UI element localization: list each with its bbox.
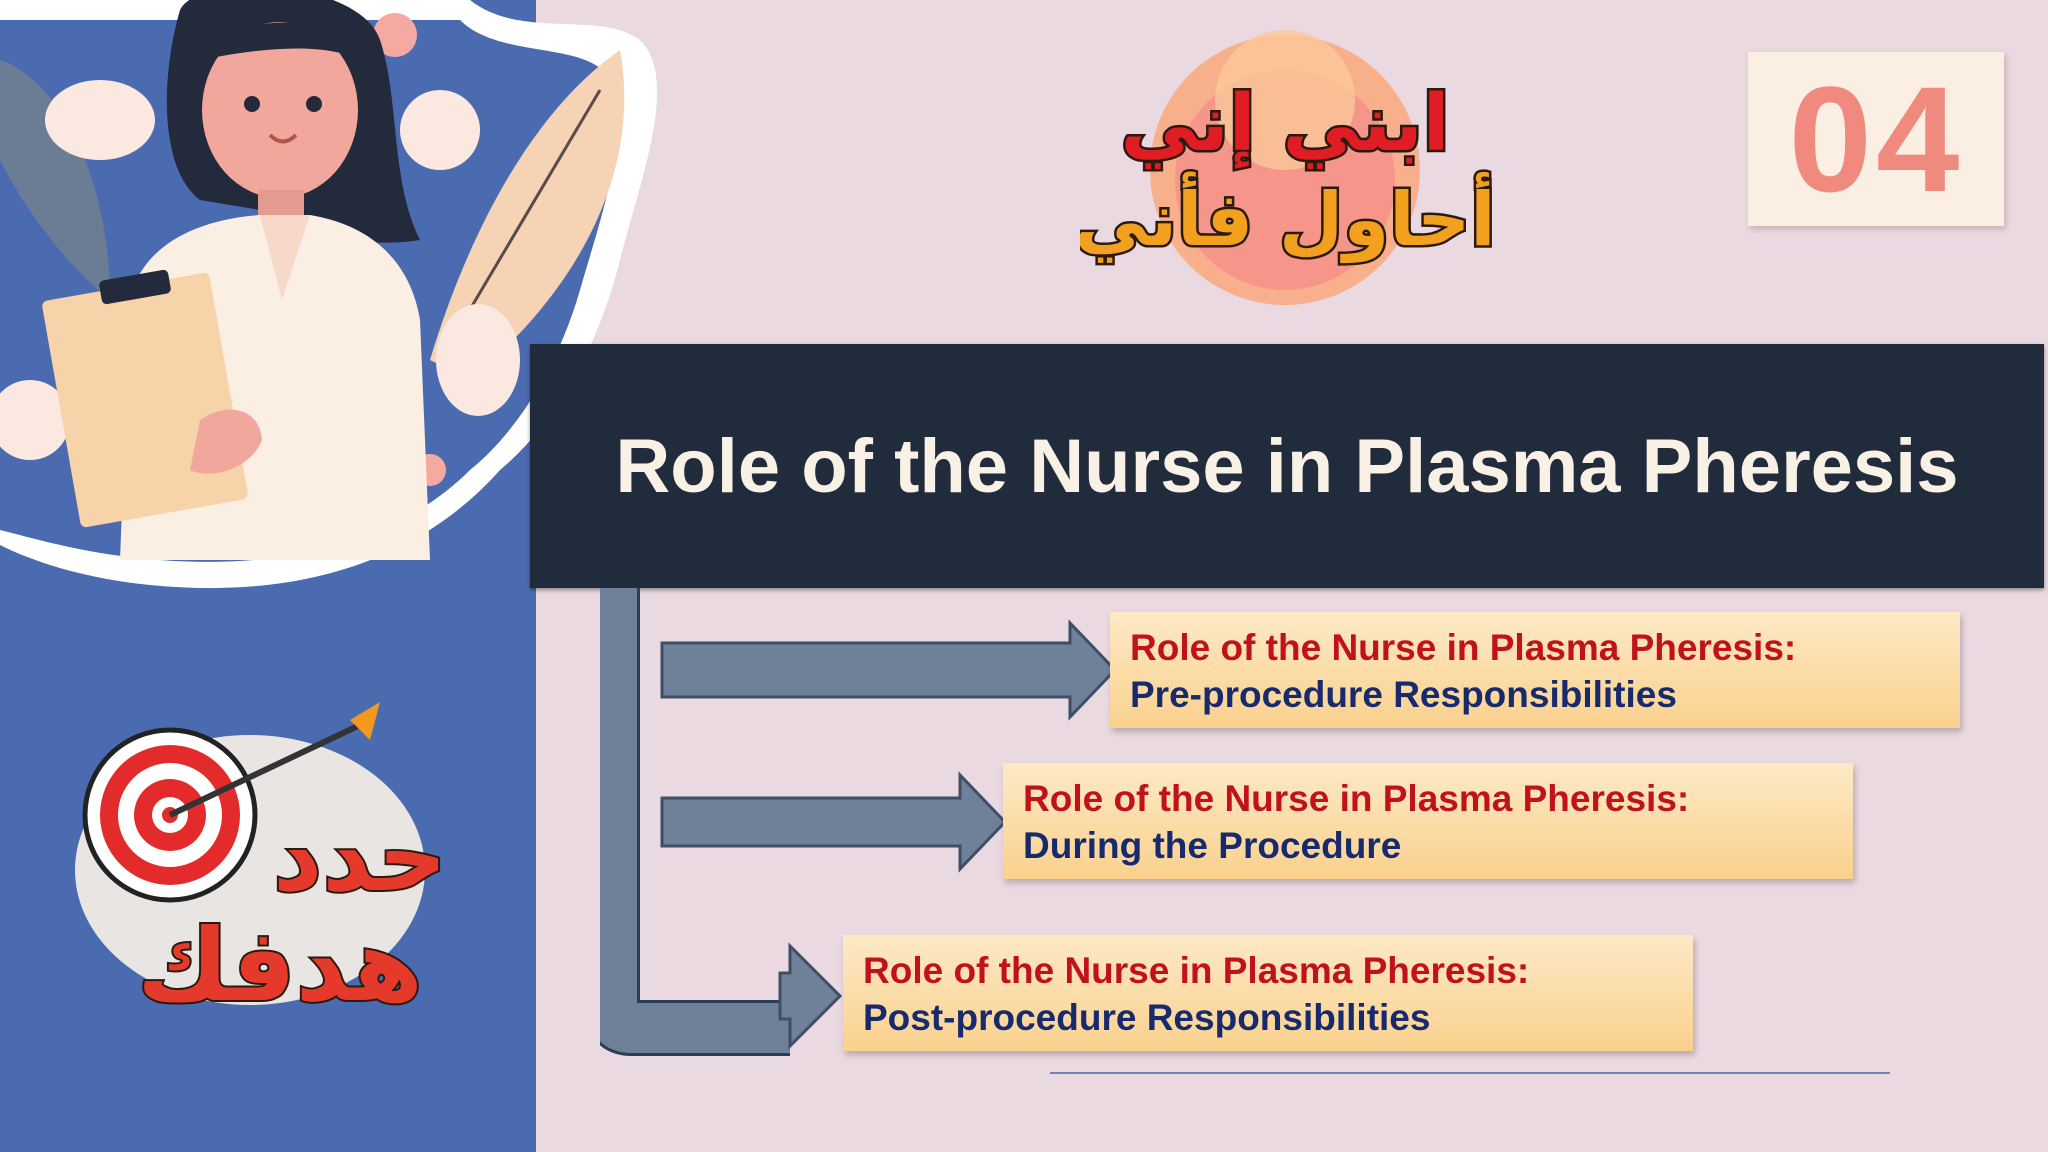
item-heading: Role of the Nurse in Plasma Pheresis:	[1130, 627, 1797, 668]
top-logo-line2: أحاول فأني	[1080, 171, 1496, 264]
bottom-logo-line1: حدد	[273, 801, 447, 913]
nurse-illustration	[0, 0, 658, 589]
item-heading: Role of the Nurse in Plasma Pheresis:	[1023, 778, 1690, 819]
bottom-logo: حدد هدفك	[75, 702, 449, 1026]
connector-arrows	[600, 588, 1118, 1056]
slide-number: 04	[1748, 52, 2004, 226]
slide-title: Role of the Nurse in Plasma Pheresis	[615, 423, 1959, 509]
target-icon	[82, 702, 380, 903]
item-subtitle: During the Procedure	[1023, 825, 1402, 866]
item-subtitle: Pre-procedure Responsibilities	[1130, 674, 1677, 715]
top-logo-line1: ابني إني	[1121, 79, 1450, 170]
item-pre-procedure[interactable]: Role of the Nurse in Plasma Pheresis: Pr…	[1110, 612, 1960, 728]
item-heading: Role of the Nurse in Plasma Pheresis:	[863, 950, 1530, 991]
item-post-procedure[interactable]: Role of the Nurse in Plasma Pheresis: Po…	[843, 935, 1693, 1051]
item-during-procedure[interactable]: Role of the Nurse in Plasma Pheresis: Du…	[1003, 763, 1853, 879]
top-logo: ابني إني أحاول فأني	[1080, 30, 1498, 305]
divider-line	[1050, 1072, 1890, 1074]
arrow-1-icon	[660, 619, 1118, 721]
item-subtitle: Post-procedure Responsibilities	[863, 997, 1431, 1038]
title-bar: Role of the Nurse in Plasma Pheresis	[530, 344, 2044, 588]
arrow-3-icon	[778, 942, 843, 1050]
arrow-2-icon	[660, 771, 1008, 873]
bottom-logo-line2: هدفك	[137, 907, 423, 1024]
